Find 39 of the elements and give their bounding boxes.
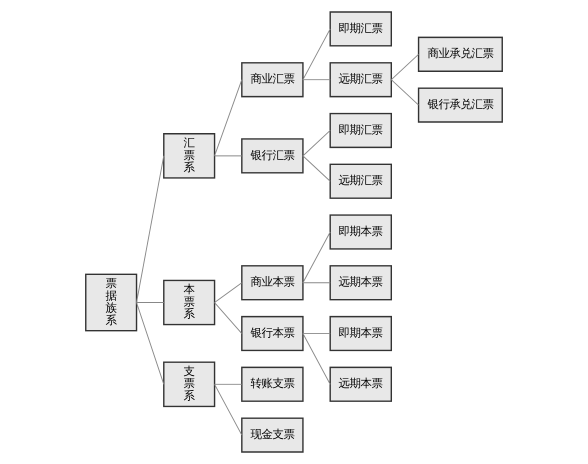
connector	[136, 302, 164, 385]
connector	[214, 79, 242, 156]
node-box: 即期汇票	[330, 11, 392, 47]
connector	[390, 54, 420, 80]
connector	[302, 28, 331, 80]
connector	[302, 79, 331, 80]
connector	[302, 232, 331, 284]
node-box: 汇票系	[163, 133, 216, 179]
node-box: 支票系	[163, 362, 216, 408]
node-box: 现金支票	[241, 417, 304, 453]
node-box: 远期本票	[330, 366, 392, 402]
node-box: 转账支票	[241, 366, 304, 402]
connector	[302, 282, 331, 284]
connector	[302, 333, 331, 385]
node-box: 即期本票	[330, 316, 392, 352]
node-box: 本票系	[163, 280, 216, 326]
node-box: 远期汇票	[330, 164, 392, 199]
connector	[214, 282, 242, 303]
node-box: 商业汇票	[241, 62, 304, 98]
node-box: 商业本票	[241, 265, 304, 300]
connector	[390, 79, 420, 106]
node-box: 商业承兑汇票	[418, 36, 503, 72]
node-box: 远期本票	[330, 265, 392, 300]
connector	[302, 333, 331, 334]
connector	[214, 302, 242, 334]
node-box: 票据族系	[85, 274, 138, 332]
connector	[136, 155, 164, 303]
connector	[302, 155, 331, 182]
node-box: 即期汇票	[330, 112, 392, 148]
node-box: 银行承兑汇票	[418, 87, 503, 123]
connector	[302, 130, 331, 156]
node-box: 即期本票	[330, 214, 392, 250]
node-box: 银行本票	[241, 316, 304, 352]
connector	[214, 384, 242, 436]
node-box: 远期汇票	[330, 62, 392, 98]
connector	[136, 302, 164, 303]
node-box: 银行汇票	[241, 138, 304, 174]
connector	[214, 384, 242, 385]
connector	[214, 155, 242, 156]
